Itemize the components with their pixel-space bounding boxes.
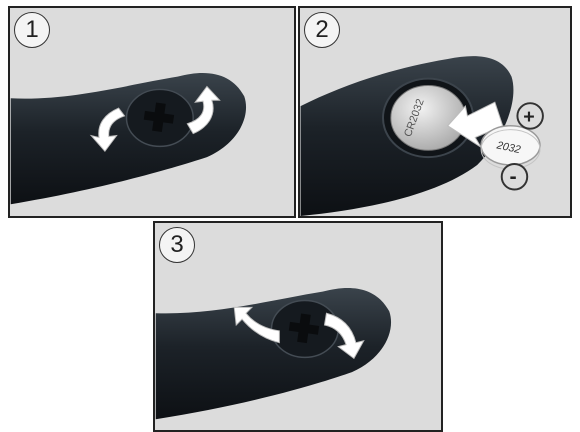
step-1-panel: 1 <box>8 6 296 218</box>
step-3-illustration <box>155 223 441 430</box>
minus-symbol: - <box>510 164 517 189</box>
step-3-panel: 3 <box>153 221 443 432</box>
step-number-badge: 1 <box>14 12 50 48</box>
step-2-panel: 2 CR2032 2032 + - <box>298 6 572 218</box>
step-number-badge: 3 <box>159 227 195 263</box>
plus-symbol: + <box>523 106 534 128</box>
step-1-illustration <box>10 8 294 216</box>
step-2-illustration: CR2032 2032 + - <box>300 8 570 216</box>
step-number-badge: 2 <box>304 12 340 48</box>
